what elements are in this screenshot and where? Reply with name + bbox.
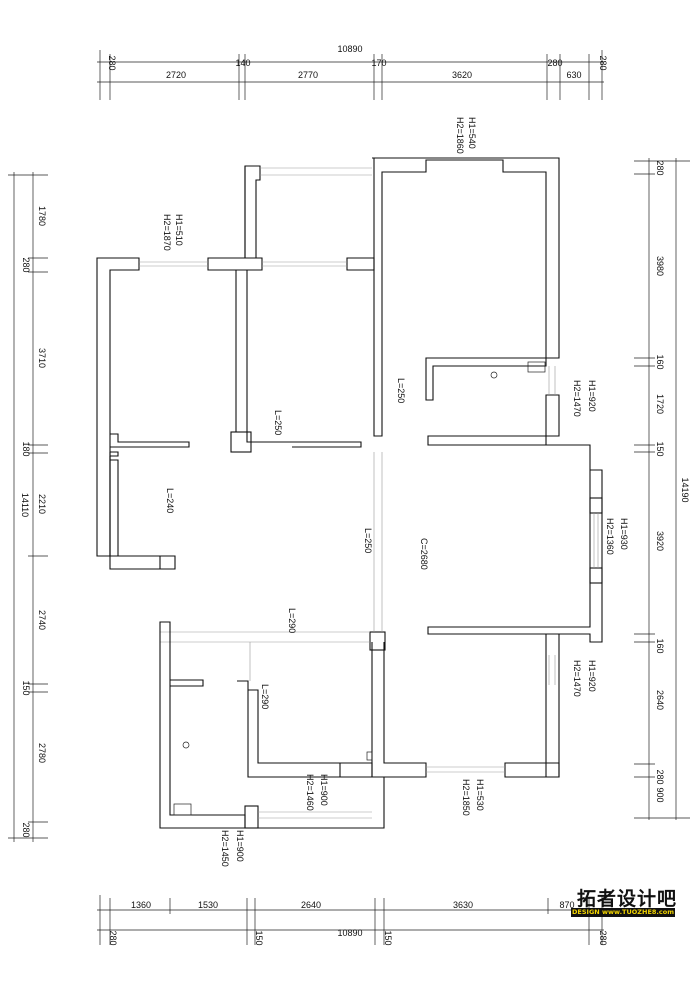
bottom-total-1: 280 (108, 930, 118, 945)
left-dim-6: 2740 (37, 610, 47, 630)
right-dim-5: 150 (655, 441, 665, 456)
left-dim-7: 150 (21, 680, 31, 695)
window-label-top-right-h2: H2=1860 (455, 117, 465, 154)
window-label-right-lower-h1: H1=920 (587, 660, 597, 692)
top-total-dim: 10890 (337, 44, 362, 54)
bottom-dim-1: 1360 (131, 900, 151, 910)
right-dim-3: 160 (655, 354, 665, 369)
left-dimension-chain: 14110 1780 280 3710 180 2210 2740 150 27… (8, 172, 48, 842)
window-label-right-mid-h2: H2=1360 (605, 518, 615, 555)
right-total-dim: 14190 (680, 477, 690, 502)
window-label-bottom-left-h1: H1=900 (235, 830, 245, 862)
bottom-total-2: 150 (254, 930, 264, 945)
bottom-dim-4: 3630 (453, 900, 473, 910)
top-dim-8: 630 (566, 70, 581, 80)
beam-label-l250-c: L=250 (363, 528, 373, 553)
right-dim-8: 2640 (655, 690, 665, 710)
top-dim-4: 2770 (298, 70, 318, 80)
left-dim-9: 280 (21, 822, 31, 837)
bottom-dim-3: 2640 (301, 900, 321, 910)
window-label-top-left-h1: H1=510 (174, 214, 184, 246)
left-dim-8: 2780 (37, 743, 47, 763)
beam-labels: L=250 L=250 L=240 L=250 C=2680 L=290 L=2… (165, 378, 429, 709)
logo-main-text: 拓者设计吧 (577, 888, 678, 910)
bottom-dim-5: 870 (559, 900, 574, 910)
logo-sub-text: DESIGN www.TUOZHE8.com (571, 908, 675, 917)
tuozhe8-logo: 拓者设计吧 DESIGN www.TUOZHE8.com (571, 888, 677, 918)
left-dim-1: 1780 (37, 206, 47, 226)
right-dim-1: 280 (655, 160, 665, 175)
window-label-top-left-h2: H2=1870 (162, 214, 172, 251)
window-label-bottom-right-h2: H2=1850 (461, 779, 471, 816)
left-dim-4: 180 (21, 441, 31, 456)
bottom-total-5: 280 (598, 930, 608, 945)
window-labels: H1=540 H2=1860 H1=510 H2=1870 H1=920 H2=… (162, 117, 629, 867)
top-dim-7: 280 (547, 58, 562, 68)
window-label-bottom-center-h1: H1=900 (319, 774, 329, 806)
beam-label-l250-b: L=250 (396, 378, 406, 403)
beam-label-l240: L=240 (165, 488, 175, 513)
bottom-total-4: 150 (383, 930, 393, 945)
bottom-total-3: 10890 (337, 928, 362, 938)
right-dim-7: 160 (655, 638, 665, 653)
right-dimension-chain: 14190 280 3980 160 1720 150 3920 160 264… (634, 158, 690, 820)
walls (96, 157, 603, 829)
top-dim-9: 280 (598, 55, 608, 70)
left-dim-5: 2210 (37, 494, 47, 514)
window-label-right-upper-h2: H2=1470 (572, 380, 582, 417)
bottom-dimension-chain: 1360 1530 2640 3630 870 280 150 10890 15… (97, 895, 608, 946)
window-label-bottom-left-h2: H2=1450 (220, 830, 230, 867)
right-dim-6: 3920 (655, 531, 665, 551)
window-label-right-mid-h1: H1=930 (619, 518, 629, 550)
top-dim-5: 170 (371, 58, 386, 68)
top-dim-3: 140 (235, 58, 250, 68)
left-dim-2: 280 (21, 257, 31, 272)
bottom-dim-2: 1530 (198, 900, 218, 910)
left-total-dim: 14110 (20, 493, 30, 517)
left-dim-3: 3710 (37, 348, 47, 368)
window-label-bottom-right-h1: H1=530 (475, 779, 485, 811)
window-label-right-upper-h1: H1=920 (587, 380, 597, 412)
right-dim-4: 1720 (655, 394, 665, 414)
top-dim-2: 2720 (166, 70, 186, 80)
right-dim-9: 280 (655, 769, 665, 784)
beam-label-l290-b: L=290 (260, 684, 270, 709)
window-label-bottom-center-h2: H2=1460 (305, 774, 315, 811)
right-dim-2: 3980 (655, 256, 665, 276)
window-label-right-lower-h2: H2=1470 (572, 660, 582, 697)
top-dim-6: 3620 (452, 70, 472, 80)
right-dim-10: 900 (655, 787, 665, 802)
beam-label-l250-a: L=250 (273, 410, 283, 435)
beam-label-l290-a: L=290 (287, 608, 297, 633)
top-dimension-chain: 10890 280 2720 140 2770 170 3620 280 630… (97, 44, 608, 100)
top-dim-1: 280 (107, 55, 117, 70)
window-label-top-right-h1: H1=540 (467, 117, 477, 149)
beam-label-c2680: C=2680 (419, 538, 429, 570)
